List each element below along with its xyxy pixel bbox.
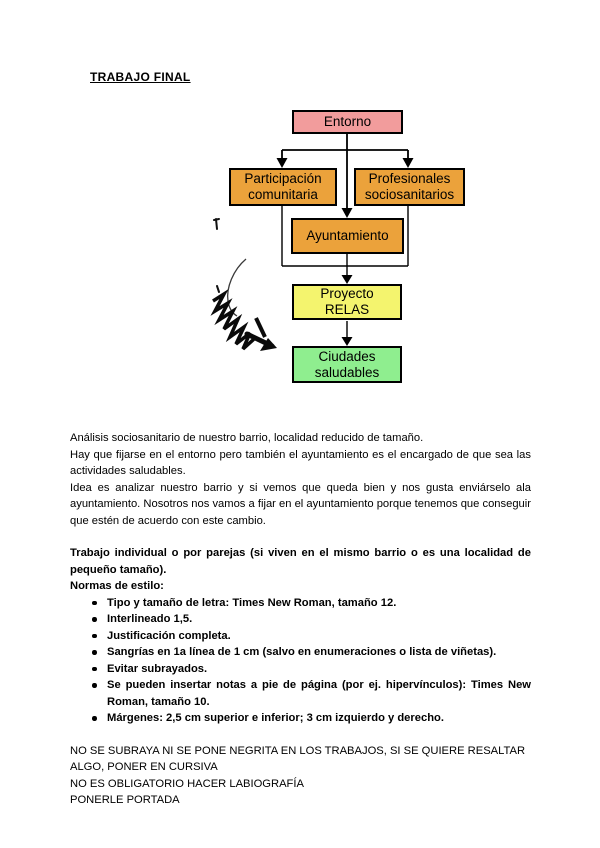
list-item: Justificación completa. [92, 628, 531, 645]
rule-text: Sangrías en 1a línea de 1 cm (salvo en e… [107, 646, 497, 658]
bullet-icon [92, 617, 97, 622]
pencil-scribble-icon [210, 218, 277, 351]
style-rules-list: Tipo y tamaño de letra: Times New Roman,… [70, 595, 531, 727]
list-item: Tipo y tamaño de letra: Times New Roman,… [92, 595, 531, 612]
list-item: Sangrías en 1a línea de 1 cm (salvo en e… [92, 644, 531, 661]
node-ciudades-saludables: Ciudades saludables [292, 346, 402, 383]
rule-text: Tipo y tamaño de letra: Times New Roman,… [107, 596, 397, 609]
final-note: PONERLE PORTADA [70, 794, 180, 806]
bullet-icon [92, 633, 97, 638]
rule-text: Evitar subrayados. [107, 662, 208, 675]
bullet-icon [92, 716, 97, 721]
style-rules-heading: Normas de estilo: [70, 580, 164, 592]
final-note: NO ES OBLIGATORIO HACER LABIOGRAFÍA [70, 777, 304, 790]
page-title: TRABAJO FINAL [90, 70, 191, 84]
rule-text: Se pueden insertar notas a pie de página… [107, 679, 531, 708]
node-profesionales-sociosanitarios: Profesionales sociosanitarios [354, 168, 465, 206]
paragraph-entorno: Hay que fijarse en el entorno pero tambi… [70, 448, 531, 478]
bullet-icon [92, 666, 97, 671]
node-participacion-comunitaria: Participación comunitaria [229, 168, 337, 206]
paragraph-analisis: Análisis sociosanitario de nuestro barri… [70, 432, 424, 444]
body-text: Análisis sociosanitario de nuestro barri… [70, 430, 531, 809]
work-note: Trabajo individual o por parejas (si viv… [70, 547, 531, 576]
list-item: Evitar subrayados. [92, 661, 531, 678]
bullet-icon [92, 650, 97, 655]
rule-text: Justificación completa. [107, 629, 231, 642]
rule-text: Interlineado 1,5. [107, 613, 193, 625]
final-note: NO SE SUBRAYA NI SE PONE NEGRITA EN LOS … [70, 744, 526, 774]
collector-lines [281, 205, 409, 343]
node-ayuntamiento: Ayuntamiento [291, 218, 404, 254]
list-item: Interlineado 1,5. [92, 611, 531, 628]
bullet-icon [92, 683, 97, 688]
node-proyecto-relas: Proyecto RELAS [292, 284, 402, 320]
rule-text: Márgenes: 2,5 cm superior e inferior; 3 … [107, 712, 444, 724]
list-item: Se pueden insertar notas a pie de página… [92, 677, 531, 710]
bullet-icon [92, 600, 97, 605]
paragraph-idea: Idea es analizar nuestro barrio y si vem… [70, 481, 531, 527]
spacer [70, 529, 531, 545]
list-item: Márgenes: 2,5 cm superior e inferior; 3 … [92, 710, 531, 727]
spacer [70, 727, 531, 743]
node-entorno: Entorno [292, 110, 403, 134]
arrowheads [276, 158, 414, 346]
